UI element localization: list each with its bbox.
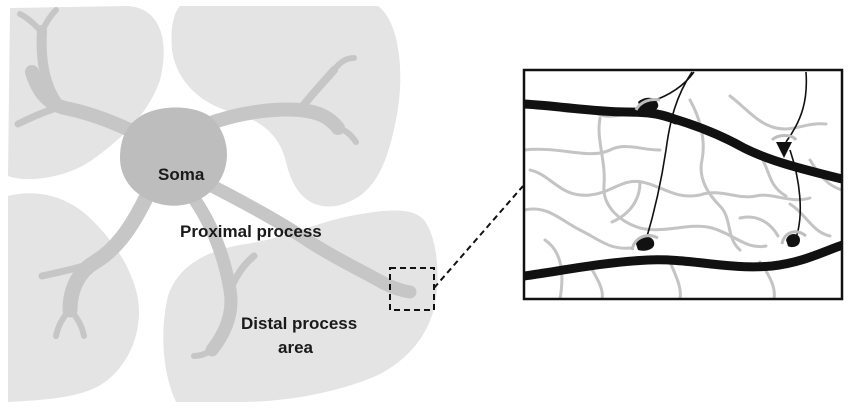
synapse-top-right [770,134,798,158]
territory-top-left [8,6,164,180]
fine-process-network [524,94,842,299]
process-left [38,192,153,339]
soma-body [120,107,227,206]
process-upper-right [198,55,359,145]
soma-label: Soma [158,165,205,184]
synapse-lower-right [780,230,807,248]
proximal-process-label: Proximal process [180,222,322,241]
inset-panel [522,68,844,301]
distal-process-label-line1: Distal process [241,314,357,333]
process-upper-left [14,7,147,142]
inset-border [522,68,844,301]
axon-lower [524,240,842,281]
zoom-connector-line [433,185,524,289]
territory-center [163,210,438,402]
neighbor-territories [8,6,438,402]
process-lower [188,193,258,359]
zoom-selection-box [389,267,435,311]
synapse-lower-left [630,234,659,251]
distal-process-label-line2: area [278,338,314,357]
synapse-top-left [634,97,661,113]
synapse-contacts [630,97,807,251]
